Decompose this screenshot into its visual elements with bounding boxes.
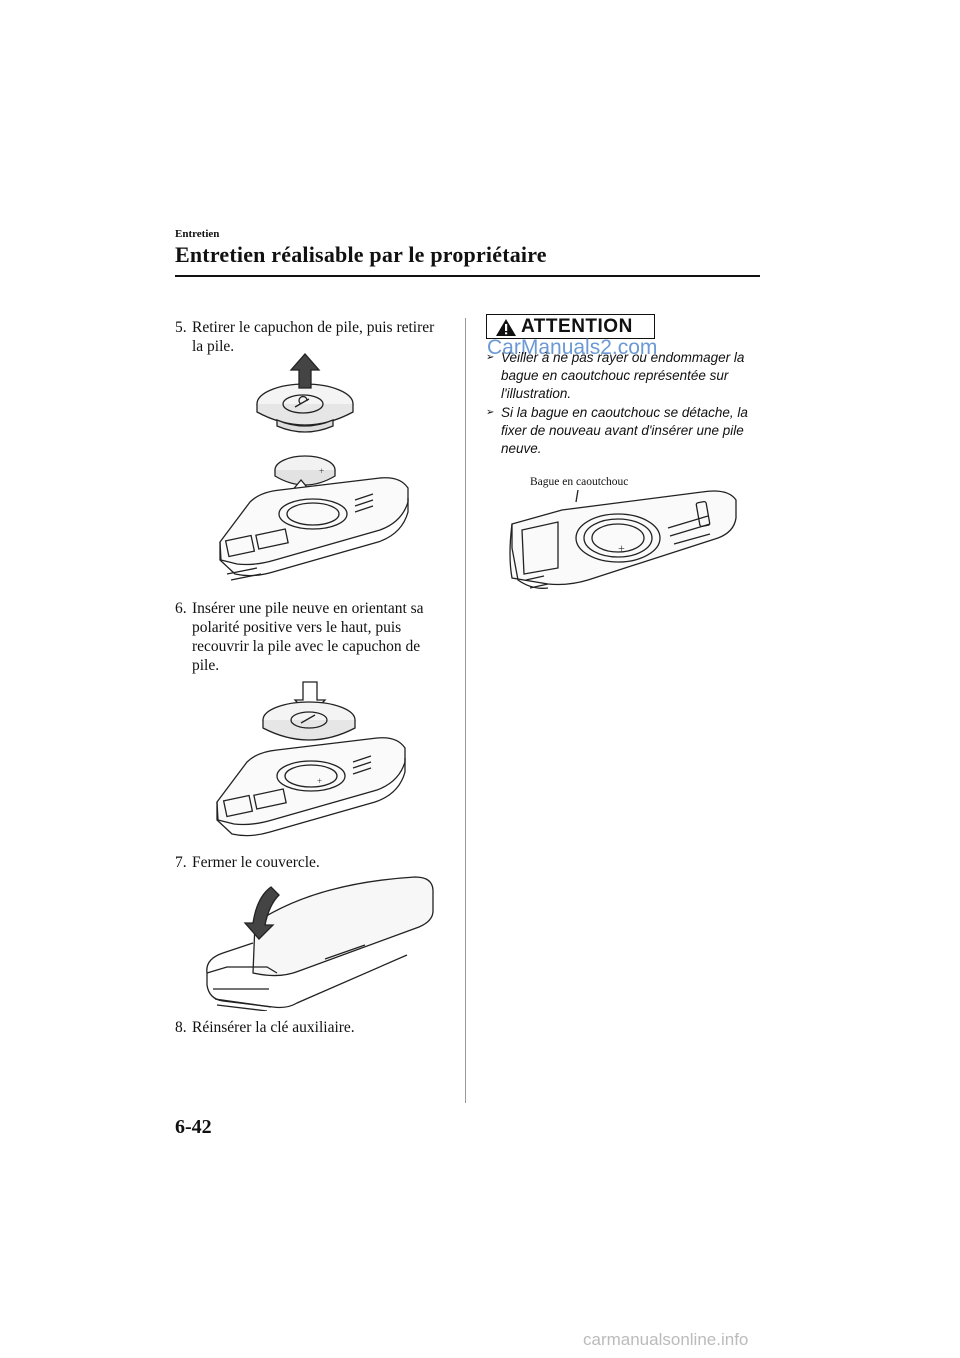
step-number: 7. [175, 854, 187, 871]
step-text: Fermer le couvercle. [192, 854, 320, 871]
section-label: Entretien [175, 228, 220, 240]
bullet-arrow-icon: ➢ [486, 407, 495, 418]
step-text: Insérer une pile neuve en orientant sa p… [192, 600, 424, 674]
step-8: 8. Réinsérer la clé auxiliaire. [175, 1018, 445, 1037]
warning-icon [496, 319, 516, 336]
attention-item-text: Veiller à ne pas rayer ou endommager la … [501, 350, 745, 401]
figure-caption: Bague en caoutchouc [530, 476, 629, 488]
header-rule [175, 275, 760, 277]
bullet-arrow-icon: ➢ [486, 352, 495, 363]
step-text: Retirer le capuchon de pile, puis retire… [192, 319, 435, 355]
remove-battery-illustration: + [219, 353, 409, 581]
page-number: 6-42 [175, 1116, 212, 1138]
attention-label: ATTENTION [521, 316, 633, 337]
attention-header: ATTENTION [486, 314, 655, 339]
step-number: 6. [175, 600, 187, 617]
attention-list: ➢ Veiller à ne pas rayer ou endommager l… [486, 349, 761, 459]
step-number: 5. [175, 319, 187, 336]
column-divider [465, 318, 466, 1103]
step-number: 8. [175, 1019, 187, 1036]
attention-item: ➢ Si la bague en caoutchouc se détache, … [486, 404, 761, 458]
attention-item: ➢ Veiller à ne pas rayer ou endommager l… [486, 349, 761, 403]
svg-text:+: + [317, 776, 322, 786]
step-text: Réinsérer la clé auxiliaire. [192, 1019, 355, 1036]
insert-battery-illustration: + [216, 681, 406, 837]
footer-watermark: carmanualsonline.info [583, 1330, 749, 1349]
page-title: Entretien réalisable par le propriétaire [175, 242, 547, 267]
step-6: 6. Insérer une pile neuve en orientant s… [175, 599, 445, 675]
attention-item-text: Si la bague en caoutchouc se détache, la… [501, 405, 748, 456]
rubber-ring-illustration: + [509, 489, 737, 589]
watermark-link[interactable]: CarManuals2.com [487, 336, 658, 359]
svg-text:+: + [618, 541, 625, 555]
close-cover-illustration [206, 876, 434, 1011]
step-7: 7. Fermer le couvercle. [175, 853, 445, 872]
svg-text:+: + [319, 466, 324, 476]
step-5: 5. Retirer le capuchon de pile, puis ret… [175, 318, 445, 356]
